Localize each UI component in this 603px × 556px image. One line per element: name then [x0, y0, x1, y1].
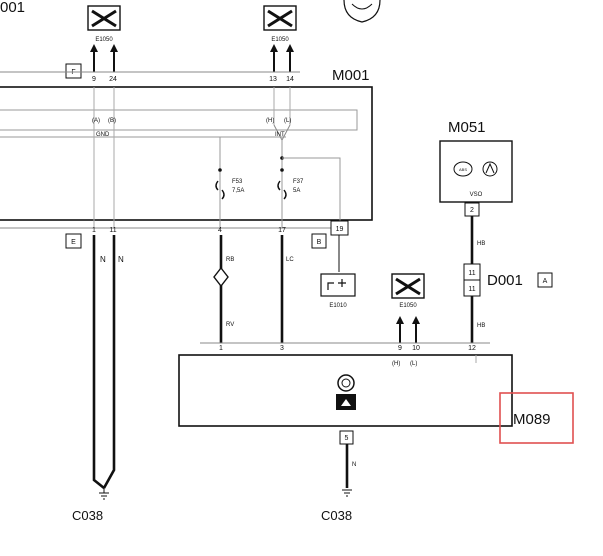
- splice-d001-name: D001: [487, 272, 523, 289]
- pin-number: 19: [336, 226, 344, 233]
- fuse-f53-name: F53: [232, 179, 243, 185]
- wire-color-n: N: [100, 255, 106, 264]
- connector-e1010: E1010: [320, 235, 356, 309]
- module-name-m089: M089: [513, 411, 551, 428]
- pin-number: 10: [412, 345, 420, 352]
- gnd-label: GND: [96, 132, 110, 138]
- connector-e1050-bottom: E1050: [391, 273, 425, 343]
- pin-number: 14: [286, 76, 294, 83]
- gauge-detail: [351, 3, 373, 10]
- pin-number: 11: [468, 270, 475, 277]
- ground-c038-right: C038: [321, 508, 352, 523]
- pin-number: 9: [398, 345, 402, 352]
- pin-number: 11: [468, 286, 475, 293]
- connector-label: E1010: [329, 303, 347, 309]
- signal-arrows-top-right: [270, 44, 294, 72]
- vso-label: VSO: [470, 192, 483, 198]
- pin-label-h: (H): [392, 361, 400, 367]
- wire-color-rv: RV: [226, 322, 234, 328]
- connector-e1050-top-left: E1050: [87, 5, 121, 43]
- connector-label: E1050: [271, 37, 289, 43]
- fuse-f53-rating: 7,5A: [232, 188, 244, 194]
- pin-number: 5: [345, 435, 349, 442]
- connector-label: E1050: [399, 303, 417, 309]
- pin-number: 2: [470, 207, 474, 214]
- pin-number: 4: [218, 227, 222, 234]
- pin-number: 1: [219, 345, 223, 352]
- pin-label-l: (L): [284, 118, 291, 124]
- wire-rb-rv: RB RV: [213, 235, 234, 343]
- pin-number: 11: [109, 227, 116, 234]
- battery-icon: [327, 279, 346, 290]
- int-label: INT: [275, 132, 285, 138]
- gauge-icon: [343, 0, 381, 23]
- ground-c038-left: C038: [72, 508, 103, 523]
- wire-color-rb: RB: [226, 257, 234, 263]
- module-name-m001: M001: [332, 67, 370, 84]
- immobilizer-icon: [336, 374, 356, 410]
- connector-tag-e: E: [71, 239, 76, 246]
- fuse-f53-icon: [215, 180, 225, 200]
- highlight-frame: [499, 392, 574, 444]
- pin-number: 17: [278, 227, 286, 234]
- wires-ground: N N C038: [72, 235, 124, 523]
- pin-label-a: (A): [92, 118, 100, 124]
- connector-label: E1050: [95, 37, 113, 43]
- wire-color-hb: HB: [477, 241, 485, 247]
- module-name-m051: M051: [448, 119, 486, 136]
- wire-hb: HB HB 11 11 D001 A: [463, 216, 553, 343]
- pin-number: 13: [269, 76, 277, 83]
- pin-label-b: (B): [108, 118, 116, 124]
- fuse-f37-name: F37: [293, 179, 304, 185]
- pin-label-l: (L): [410, 361, 417, 367]
- connector-e1050-top-right: E1050: [263, 5, 297, 43]
- pin-number: 3: [280, 345, 284, 352]
- fuse-f37-rating: 5A: [293, 188, 300, 194]
- module-m051: M051 ABS VSO 2: [439, 119, 513, 217]
- abs-icon: [453, 161, 473, 177]
- wire-color-n: N: [118, 255, 124, 264]
- module-label-cut: 001: [0, 0, 25, 16]
- module-m001: F 9 24 13 14 M001 (A) (B) GND (H) (L) IN…: [0, 63, 373, 249]
- diode-icon: [213, 266, 229, 288]
- signal-arrows-top-left: [90, 44, 118, 72]
- pin-number: 9: [92, 76, 96, 83]
- pin-label-h: (H): [266, 118, 274, 124]
- wire-color-n: N: [352, 462, 356, 468]
- splice-tag-a: A: [543, 278, 548, 285]
- wire-color-hb: HB: [477, 323, 485, 329]
- pin-number: 24: [109, 76, 117, 83]
- module-m089: 1 3 9 10 12 (H) (L) M089 5 N C038: [178, 342, 574, 523]
- pin-number: 1: [92, 227, 96, 234]
- abs-label: ABS: [459, 167, 467, 172]
- pin-number: 12: [468, 345, 476, 352]
- connector-tag-b: B: [317, 239, 322, 246]
- wire-lc: LC: [280, 235, 294, 343]
- fuse-f37-icon: [277, 180, 287, 200]
- wire-color-lc: LC: [286, 257, 294, 263]
- speedometer-icon: [482, 161, 498, 177]
